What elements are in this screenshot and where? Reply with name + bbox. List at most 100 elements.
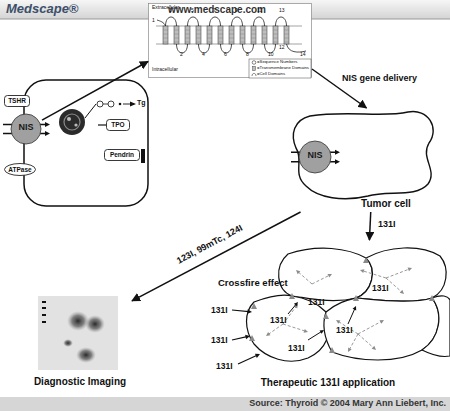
crossfire-ray	[358, 334, 374, 348]
domain-stripe	[218, 34, 223, 35]
transmembrane-domain	[185, 26, 190, 44]
transporter-marker	[251, 303, 257, 309]
legend-item: =Sequence Numbers	[251, 60, 298, 65]
domain-stripe	[218, 30, 223, 31]
sequence-number: 10	[268, 52, 274, 58]
cell-membrane	[24, 80, 148, 206]
nis-transporter: NIS	[10, 113, 42, 145]
scan-marker	[42, 321, 46, 323]
crossfire-ray	[349, 334, 358, 350]
domain-stripe	[207, 30, 212, 31]
domain-stripe	[262, 30, 267, 31]
domain-stripe	[218, 38, 223, 39]
sequence-number: 6	[224, 52, 227, 58]
node-text: Diagnostic Imaging	[22, 376, 138, 387]
flow-arrow	[232, 310, 249, 312]
source-caption: Source: Thyroid © 2004 Mary Ann Liebert,…	[249, 399, 446, 409]
domain-stripe	[207, 42, 212, 43]
extracellular-loop	[188, 17, 199, 26]
domain-stripe	[196, 34, 201, 35]
transmembrane-domain	[251, 26, 256, 44]
node-text: Crossfire effect	[218, 278, 288, 288]
uptake-spot	[76, 347, 96, 363]
node-text: Therapeutic 131I application	[228, 377, 428, 388]
isotope-label: 131I	[308, 298, 325, 307]
isotope-label: 131I	[211, 306, 228, 315]
pump-ellipse	[5, 164, 36, 176]
node-text: TSHR	[4, 97, 30, 104]
scan-marker	[42, 301, 46, 303]
arrow-head	[247, 309, 252, 313]
domain-stripe	[174, 38, 179, 39]
crossfire-ray	[268, 324, 283, 334]
transmembrane-domain	[207, 26, 212, 44]
tumor-cluster-shape	[208, 240, 450, 392]
nucleus-ring	[64, 114, 80, 130]
arrow-head	[335, 159, 340, 164]
arrow-head	[353, 306, 357, 310]
domain-stripe	[229, 38, 234, 39]
domain-stripe	[196, 42, 201, 43]
transporter-box: Pendrin	[104, 149, 140, 161]
domain-stripe	[240, 34, 245, 35]
pendrin-bar	[141, 149, 145, 163]
protein-label: Tg	[137, 99, 146, 107]
tumor-cell: Tumor cellNIS	[288, 108, 445, 212]
receptor-box: TSHR	[4, 95, 30, 107]
iodide-path	[103, 104, 108, 105]
thyroid-cell	[24, 80, 148, 206]
isotope-label: 131I	[372, 284, 389, 293]
isotope-label: 131I	[216, 362, 233, 371]
sequence-number: 14	[300, 52, 306, 58]
domain-stripe	[174, 42, 179, 43]
arrow-head	[245, 335, 250, 339]
domain-stripe	[185, 34, 190, 35]
iodide-symbol	[108, 101, 114, 107]
sequence-number: 13	[279, 8, 285, 14]
domain-stripe	[196, 38, 201, 39]
legend-sample	[252, 60, 256, 64]
arrow-head	[255, 354, 260, 358]
extracellular-loop	[166, 17, 177, 26]
tpo-link	[98, 124, 106, 125]
domain-stripe	[262, 34, 267, 35]
arrow-head	[266, 332, 270, 336]
domain-stripe	[185, 42, 190, 43]
domain-stripe	[207, 34, 212, 35]
legend-sample	[253, 66, 256, 70]
arrow-head	[130, 102, 136, 107]
flow-arrow	[42, 62, 148, 121]
domain-stripe	[251, 34, 256, 35]
domain-stripe	[185, 38, 190, 39]
extracellular-loop	[232, 17, 243, 26]
domain-stripe	[284, 34, 289, 35]
legend-frame	[249, 59, 311, 78]
domain-stripe	[207, 38, 212, 39]
domain-stripe	[284, 38, 289, 39]
node-text: Tumor cell	[338, 198, 434, 209]
scintigraphy-image	[38, 296, 118, 370]
domain-stripe	[273, 42, 278, 43]
diagnostic-image: Diagnostic Imaging	[28, 296, 132, 392]
transmembrane-domain	[240, 26, 245, 44]
transporter-circle	[11, 114, 41, 144]
domain-stripe	[273, 30, 278, 31]
domain-stripe	[284, 42, 289, 43]
tumor-cluster: Crossfire effectTherapeutic 131I applica…	[208, 240, 450, 392]
domain-stripe	[229, 42, 234, 43]
transporter-symbol	[3, 114, 50, 144]
isotope-label: 131I	[336, 326, 353, 335]
scan-background	[38, 296, 118, 370]
sequence-number: 2	[180, 52, 183, 58]
transmembrane-domain	[218, 26, 223, 44]
flow-arrow	[232, 337, 247, 340]
tumor-cell-outline	[293, 111, 433, 198]
legend-item: =Transmembrane Domains	[251, 66, 309, 71]
arrow-head	[328, 274, 332, 278]
tumor-cell-cluster	[232, 248, 450, 364]
cell-nucleus	[59, 109, 85, 135]
tumor-cell-outline	[279, 248, 373, 300]
node-text: TPO	[106, 121, 130, 128]
domain-stripe	[218, 42, 223, 43]
flow-arrow	[308, 331, 322, 340]
